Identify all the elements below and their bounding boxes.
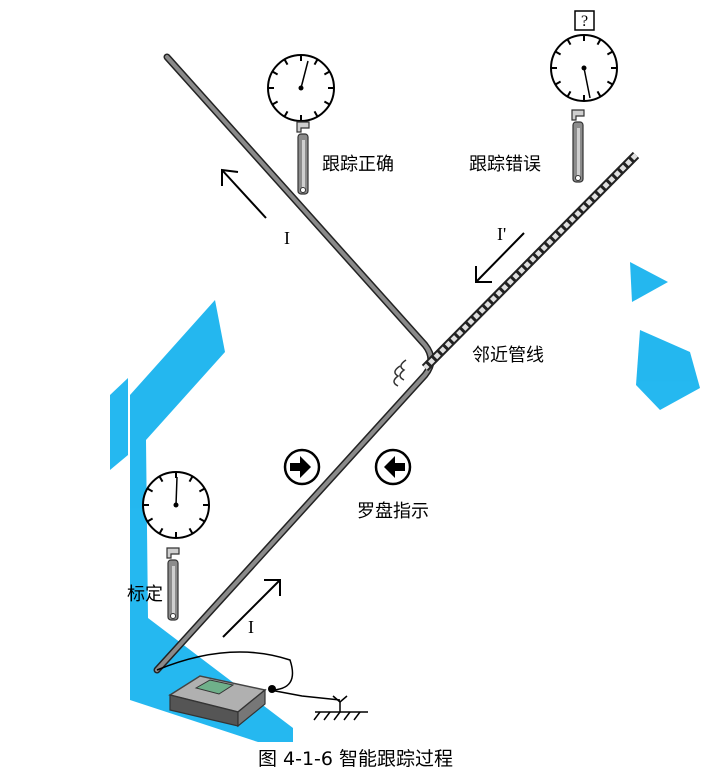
current-arrow-lower bbox=[222, 579, 281, 638]
figure-caption: 图 4-1-6 智能跟踪过程 bbox=[257, 748, 454, 770]
unknown-mark-box bbox=[574, 10, 595, 31]
dial-correct-icon bbox=[267, 54, 335, 122]
label-track-correct: 跟踪正确 bbox=[322, 154, 394, 175]
unknown-mark: ? bbox=[581, 13, 588, 30]
label-track-error: 跟踪错误 bbox=[469, 154, 541, 175]
ground-icon bbox=[313, 695, 368, 721]
lead-wire bbox=[156, 651, 294, 691]
compass-left-arrow-icon bbox=[374, 448, 412, 486]
dial-calibration-icon bbox=[142, 471, 210, 539]
transmitter-device-icon bbox=[168, 675, 267, 728]
label-current-adjacent: I' bbox=[497, 224, 507, 244]
label-current-main: I bbox=[284, 228, 290, 248]
probe-correct-icon bbox=[296, 121, 310, 195]
label-compass-indication: 罗盘指示 bbox=[357, 501, 429, 522]
watermark-logo bbox=[110, 262, 700, 742]
dial-error-icon bbox=[550, 34, 618, 102]
probe-calibration-icon bbox=[166, 547, 180, 621]
label-calibration: 标定 bbox=[127, 584, 163, 605]
label-adjacent-pipe: 邻近管线 bbox=[472, 345, 544, 366]
current-arrow-upper bbox=[221, 168, 267, 219]
label-current-bottom: I bbox=[248, 617, 254, 637]
current-arrow-adjacent bbox=[475, 232, 525, 283]
compass-right-arrow-icon bbox=[283, 448, 321, 486]
probe-error-icon bbox=[571, 109, 585, 183]
ground-wire bbox=[269, 689, 341, 701]
adjacent-pipe bbox=[393, 151, 640, 387]
